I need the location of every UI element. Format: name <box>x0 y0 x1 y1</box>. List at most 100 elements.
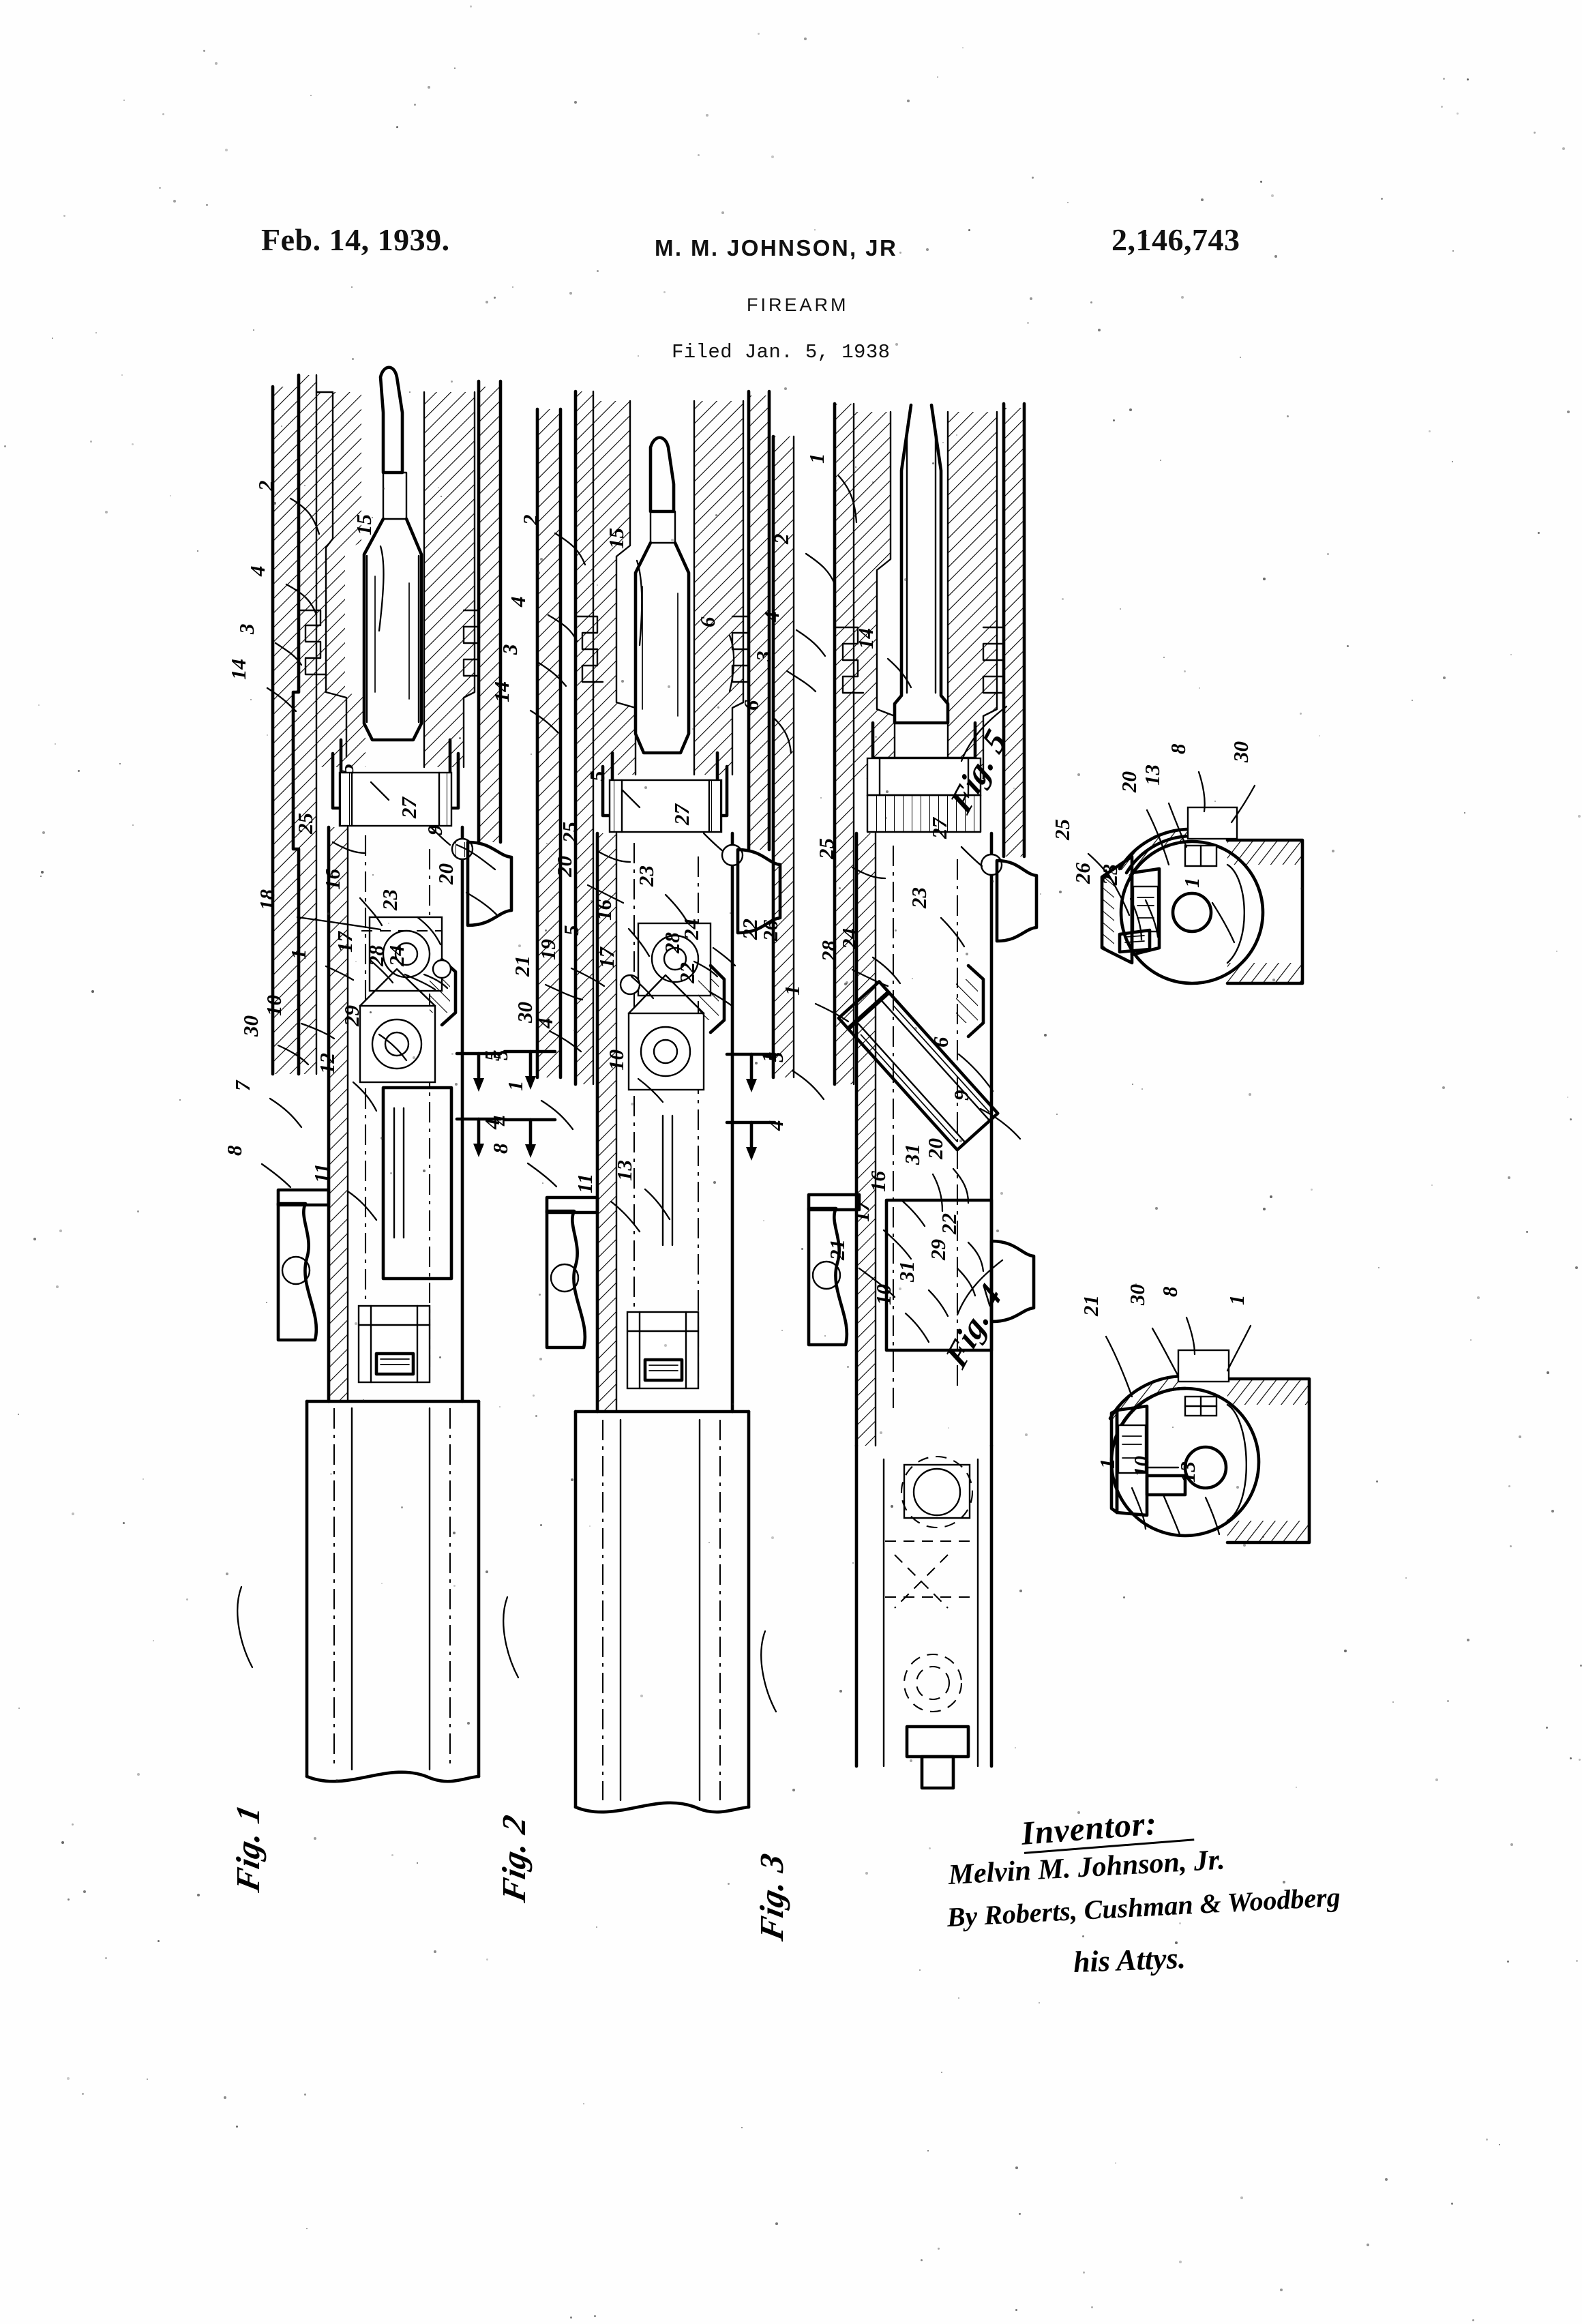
reference-numeral: 20 <box>1117 771 1141 793</box>
reference-numeral: 15 <box>352 514 376 535</box>
figure-2: 2431415652527232016172119522282430410181… <box>480 389 788 1905</box>
reference-numeral: 22 <box>937 1213 961 1235</box>
reference-numeral: 25 <box>814 838 838 860</box>
reference-numeral: 12 <box>315 1053 339 1074</box>
reference-numeral: 10 <box>262 995 286 1016</box>
invention-title: FIREARM <box>747 295 849 315</box>
reference-numeral: 21 <box>1079 1295 1103 1317</box>
reference-numeral: 2 <box>518 515 542 526</box>
reference-numeral: 20 <box>434 863 458 885</box>
issue-date: Feb. 14, 1939. <box>261 222 450 257</box>
reference-numeral: 5 <box>334 764 358 775</box>
reference-numeral: 23 <box>634 865 658 887</box>
reference-numeral: 8 <box>1166 743 1190 754</box>
reference-numeral: 8 <box>488 1143 512 1154</box>
reference-numeral: 25 <box>1050 819 1074 841</box>
reference-numeral: 8 <box>222 1145 246 1156</box>
reference-numeral: 15 <box>604 528 628 549</box>
reference-numeral: 5 <box>559 925 583 936</box>
reference-numeral: 2 <box>254 481 278 492</box>
reference-numeral: 4 <box>506 597 530 608</box>
reference-numeral: 14 <box>226 659 250 680</box>
patent-number: 2,146,743 <box>1111 222 1240 257</box>
reference-numeral: 9 <box>949 1090 973 1101</box>
reference-numeral: 27 <box>670 803 693 826</box>
reference-numeral: 21 <box>510 955 534 977</box>
reference-numeral: 3 <box>751 651 775 663</box>
figure-1: 2431415525279181617232824201103029127811… <box>222 366 513 1895</box>
reference-numeral: 14 <box>854 628 878 649</box>
reference-numeral: 25 <box>293 813 317 835</box>
reference-numeral: 1 <box>805 453 829 464</box>
reference-numeral: 20 <box>552 856 576 878</box>
reference-numeral: 6 <box>929 1037 953 1047</box>
svg-text:5: 5 <box>480 1051 504 1062</box>
reference-numeral: 28 <box>660 932 684 955</box>
reference-numeral: 28 <box>817 940 841 963</box>
figure-4-numerals: 21 30 8 1 1 10 13 <box>1079 1284 1249 1483</box>
reference-numeral: 1 <box>1225 1295 1249 1306</box>
reference-numeral: 23 <box>378 889 402 911</box>
reference-numeral: 31 <box>900 1144 924 1165</box>
reference-numeral: 18 <box>255 889 279 911</box>
reference-numeral: 1 <box>503 1081 527 1092</box>
reference-numeral: 22 <box>738 919 762 940</box>
figure-2-label: Fig. 2 <box>495 1811 532 1905</box>
attorney-firm-signature: By Roberts, Cushman & Woodberg <box>946 1881 1341 1933</box>
figure-2-numerals: 2431415652527232016172119522282430410181… <box>488 515 719 1194</box>
reference-numeral: 20 <box>923 1138 947 1160</box>
reference-numeral: 2 <box>769 534 793 546</box>
reference-numeral: 6 <box>696 616 719 627</box>
reference-numeral: 1 <box>1095 1459 1119 1470</box>
reference-numeral: 10 <box>604 1049 628 1071</box>
figure-3-label: Fig. 3 <box>753 1849 790 1943</box>
reference-numeral: 10 <box>1129 1456 1153 1477</box>
inventor-signature: Melvin M. Johnson, Jr. <box>947 1844 1226 1892</box>
reference-numeral: 9 <box>423 825 447 836</box>
reference-numeral: 17 <box>595 947 618 969</box>
reference-numeral: 16 <box>592 899 616 921</box>
reference-numeral: 13 <box>612 1160 636 1181</box>
reference-numeral: 8 <box>1158 1286 1182 1297</box>
reference-numeral: 25 <box>558 822 582 844</box>
reference-numeral: 13 <box>1176 1461 1199 1483</box>
signature-block: Inventor: Melvin M. Johnson, Jr. By Robe… <box>946 1800 1341 2005</box>
reference-numeral: 21 <box>825 1239 849 1261</box>
reference-numeral: 6 <box>739 700 763 711</box>
attorney-label: his Attys. <box>1073 1941 1186 1980</box>
reference-numeral: 17 <box>850 1200 874 1223</box>
reference-numeral: 3 <box>235 624 258 636</box>
reference-numeral: 29 <box>926 1239 950 1261</box>
reference-numeral: 16 <box>320 869 344 891</box>
reference-numeral: 26 <box>1071 863 1094 885</box>
reference-numeral: 14 <box>490 681 513 702</box>
reference-numeral: 11 <box>310 1163 333 1183</box>
reference-numeral: 24 <box>385 945 408 967</box>
reference-numeral: 26 <box>758 920 782 942</box>
reference-numeral: 1 <box>780 985 804 996</box>
reference-numeral: 30 <box>513 1002 537 1024</box>
reference-numeral: 28 <box>364 945 388 968</box>
reference-numeral: 30 <box>1125 1284 1149 1306</box>
reference-numeral: 13 <box>1140 764 1164 786</box>
reference-numeral: 23 <box>1098 864 1122 886</box>
reference-numeral: 1 <box>1180 878 1204 889</box>
reference-numeral: 30 <box>239 1015 263 1037</box>
svg-text:4: 4 <box>764 1120 788 1132</box>
svg-text:4: 4 <box>488 1116 512 1127</box>
reference-numeral: 31 <box>895 1261 919 1283</box>
reference-numeral: 4 <box>533 1018 557 1030</box>
reference-numeral: 27 <box>927 817 951 840</box>
reference-numeral: 11 <box>573 1174 597 1193</box>
reference-numeral: 1 <box>286 949 310 960</box>
inventor-label: Inventor: <box>1019 1804 1159 1853</box>
reference-numeral: 22 <box>675 962 699 984</box>
reference-numeral: 30 <box>1229 741 1253 763</box>
reference-numeral: 17 <box>333 931 357 953</box>
reference-numeral: 29 <box>340 1005 363 1027</box>
